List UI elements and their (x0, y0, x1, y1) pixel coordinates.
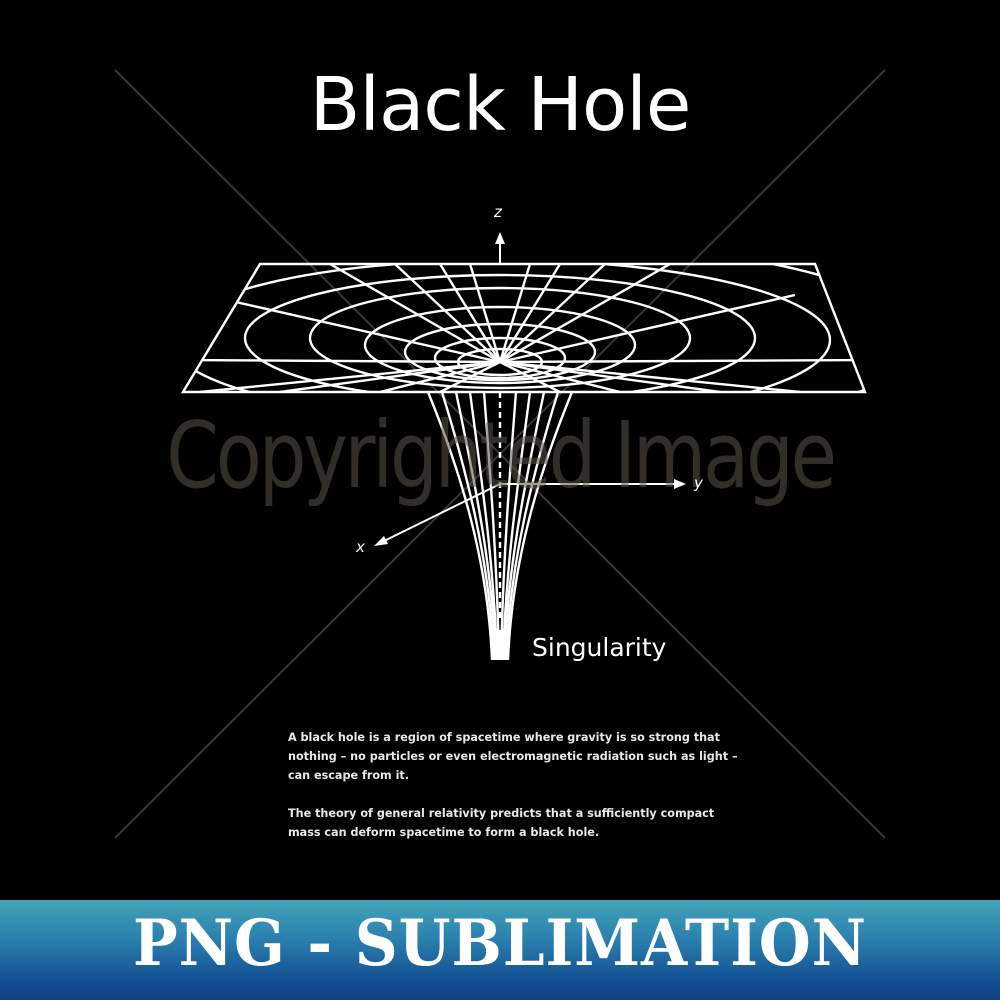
y-axis-label: y (694, 474, 703, 492)
description-text: A black hole is a region of spacetime wh… (288, 728, 748, 861)
copyright-watermark: Copyrighted Image (166, 402, 837, 509)
description-paragraph-1: A black hole is a region of spacetime wh… (288, 731, 738, 782)
x-axis-label: x (356, 538, 365, 556)
spacetime-sheet (180, 262, 867, 394)
z-axis-label: z (494, 203, 502, 221)
page-title: Black Hole (309, 62, 692, 148)
singularity-stem (491, 630, 509, 660)
singularity-label: Singularity (532, 633, 667, 662)
banner-text: PNG - SUBLIMATION (132, 906, 868, 981)
description-paragraph-2: The theory of general relativity predict… (288, 807, 715, 839)
sublimation-banner: PNG - SUBLIMATION (0, 900, 1000, 1000)
